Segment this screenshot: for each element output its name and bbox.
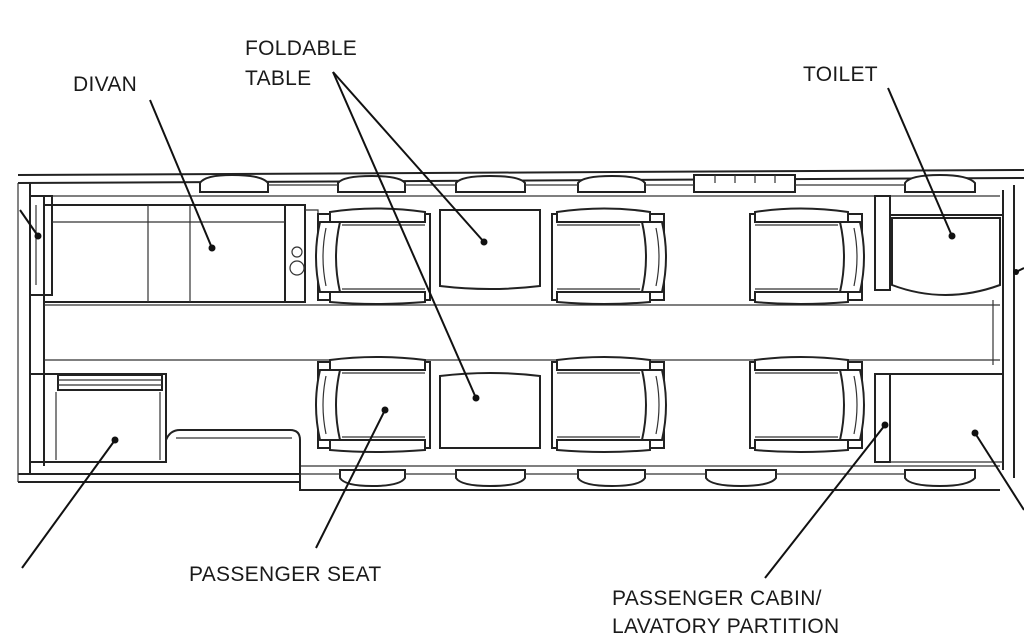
foldable-table-lower <box>439 372 541 449</box>
aisle <box>44 300 1000 365</box>
lower-side-ledges <box>300 469 976 488</box>
label-cabin-partition-line1: PASSENGER CABIN/ <box>612 587 822 610</box>
label-divan-text: DIVAN <box>73 73 138 96</box>
leader-lines <box>19 71 1024 579</box>
label-toilet: TOILET <box>803 60 878 90</box>
label-passenger-seat: PASSENGER SEAT <box>189 560 381 590</box>
lavatory-partition <box>874 373 1003 463</box>
label-passenger-seat-text: PASSENGER SEAT <box>189 563 382 586</box>
label-toilet-text: TOILET <box>803 63 878 86</box>
seat-upper-1 <box>315 207 431 305</box>
seat-lower-3 <box>749 356 865 453</box>
label-foldable-table-line1: FOLDABLE <box>245 37 358 60</box>
forward-cabinet <box>30 195 301 474</box>
label-divan: DIVAN <box>73 70 137 100</box>
seat-lower-1 <box>315 356 431 453</box>
foldable-table-upper <box>439 209 541 290</box>
label-foldable-table-line2: TABLE <box>245 67 312 90</box>
label-cabin-partition-line2: LAVATORY PARTITION <box>612 615 840 638</box>
upper-side-ledges <box>199 173 976 193</box>
seat-lower-2 <box>551 356 667 453</box>
label-foldable-table: FOLDABLE TABLE <box>245 34 357 94</box>
divan <box>43 204 319 303</box>
toilet-compartment <box>874 195 1003 296</box>
label-cabin-partition: PASSENGER CABIN/ LAVATORY PARTITION <box>612 585 840 641</box>
seat-upper-2 <box>551 207 667 305</box>
seat-upper-3 <box>749 207 865 305</box>
